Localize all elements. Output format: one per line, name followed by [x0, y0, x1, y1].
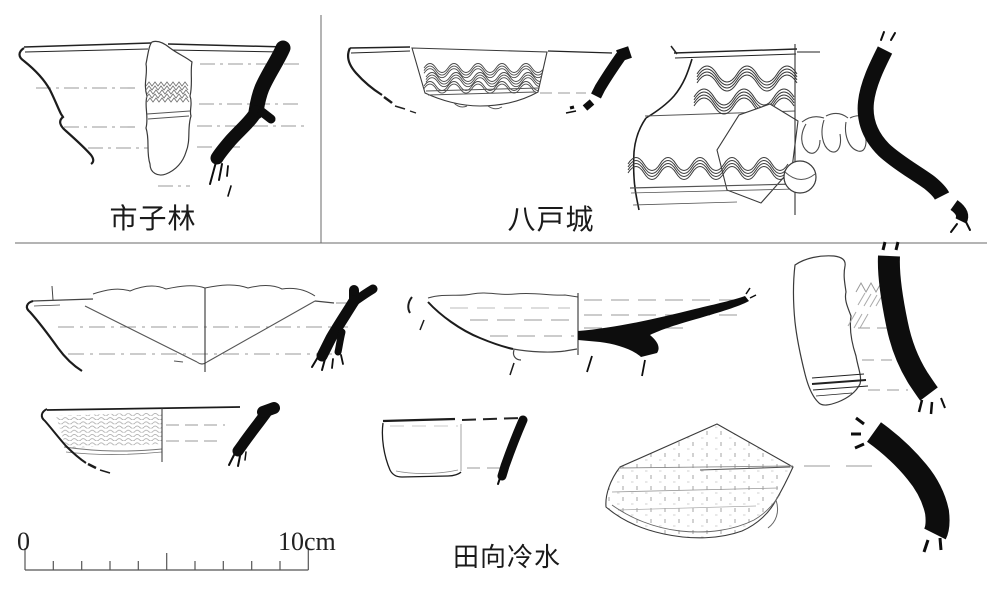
site-label-ichikobayashi: 市子林: [109, 202, 197, 235]
jar-applique-circle: [783, 160, 817, 194]
tamukai-base-sherd-drawing: [605, 416, 950, 553]
tamukai-body-sherd-drawing: [792, 241, 946, 415]
ichikobayashi-bowl-drawing: [18, 40, 305, 197]
hachinohe-jar-drawing: [627, 31, 971, 233]
tamukai-cup-drawing: [381, 415, 528, 485]
site-label-hachinohe: 八戸城: [507, 203, 595, 236]
scale-bar: [24, 548, 309, 571]
site-label-tamukai-hiyamizu: 田向冷水: [452, 543, 561, 573]
tamukai-shallow-dish-drawing: [407, 287, 757, 377]
scale-start-label: 0: [17, 527, 30, 556]
tamukai-large-dish-drawing: [25, 284, 378, 372]
hachinohe-bowl-drawing: [346, 46, 632, 114]
tamukai-wave-band-bowl-drawing: [40, 402, 280, 474]
section-dividers: [15, 15, 987, 244]
scale-end-label: 10cm: [278, 527, 336, 556]
